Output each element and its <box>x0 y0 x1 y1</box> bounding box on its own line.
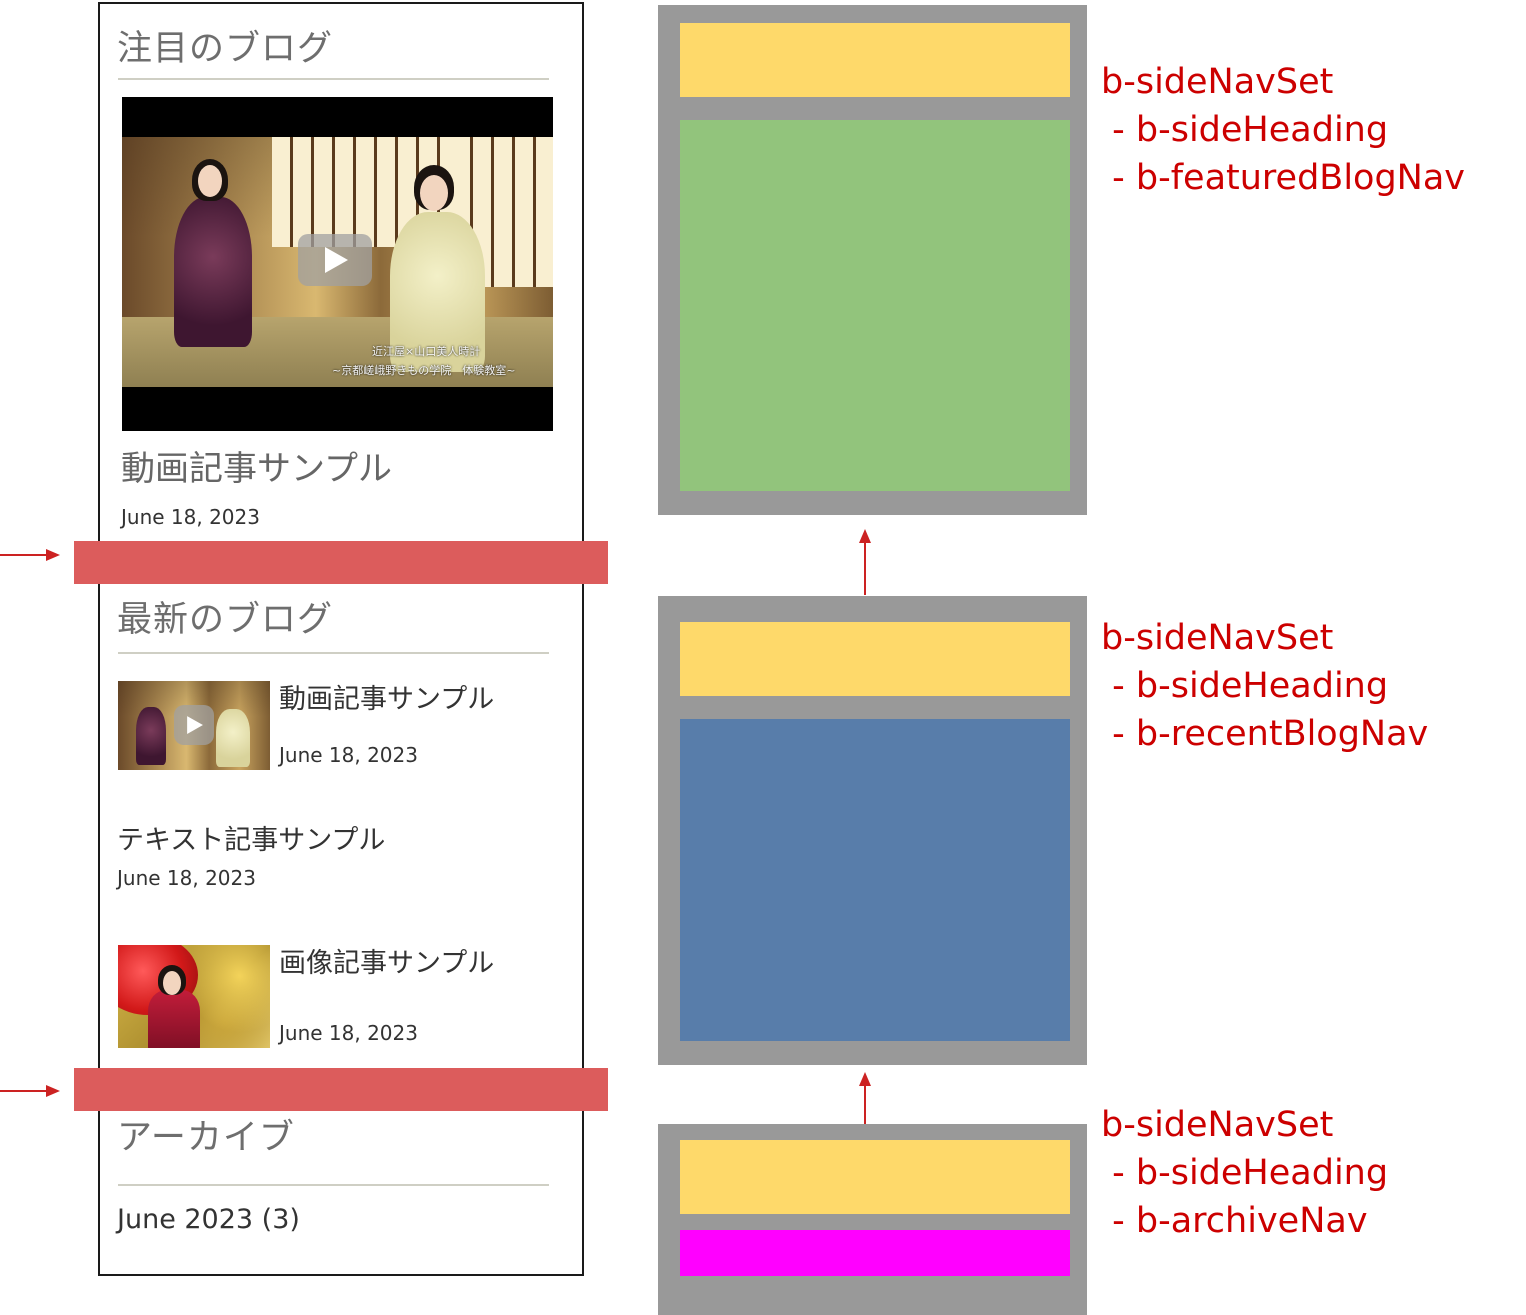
arrow-up-icon <box>859 1072 871 1128</box>
featured-video[interactable]: 近江屋×山口美人時計 ~京都嵯峨野きもの学院 体験教室~ <box>122 97 553 431</box>
recent-item-1-date: June 18, 2023 <box>279 743 418 767</box>
recent-heading: 最新のブログ <box>117 600 334 640</box>
featured-heading: 注目のブログ <box>117 29 334 69</box>
set-label: b-sideNavSet <box>1101 1105 1334 1145</box>
heading-label: - b-sideHeading <box>1101 666 1389 706</box>
kimono-woman-right <box>390 212 485 372</box>
recent-item-3-title[interactable]: 画像記事サンプル <box>279 948 495 979</box>
label-set-1: b-sideNavSet - b-sideHeading - b-feature… <box>1101 58 1465 202</box>
video-scene: 近江屋×山口美人時計 ~京都嵯峨野きもの学院 体験教室~ <box>122 137 553 387</box>
thumb-play-icon <box>174 705 214 745</box>
archive-heading-rule <box>118 1184 549 1186</box>
face-right <box>420 175 448 211</box>
thumb-kimono-left <box>136 707 166 765</box>
archive-item-june-2023[interactable]: June 2023 (3) <box>117 1204 300 1235</box>
arrow-right-icon <box>0 549 60 561</box>
recentblognav-box <box>680 719 1070 1041</box>
nav-label: - b-featuredBlogNav <box>1101 158 1466 198</box>
sideheading-box-1 <box>680 23 1070 97</box>
video-caption-line1: 近江屋×山口美人時計 <box>372 345 481 358</box>
recent-item-2-title[interactable]: テキスト記事サンプル <box>117 825 386 856</box>
featuredblognav-box <box>680 120 1070 491</box>
set-label: b-sideNavSet <box>1101 618 1334 658</box>
label-set-3: b-sideNavSet - b-sideHeading - b-archive… <box>1101 1101 1388 1245</box>
play-icon[interactable] <box>298 234 372 286</box>
featured-post-title[interactable]: 動画記事サンプル <box>121 449 392 489</box>
nav-label: - b-recentBlogNav <box>1101 714 1429 754</box>
archive-heading: アーカイブ <box>117 1118 295 1158</box>
set-label: b-sideNavSet <box>1101 62 1334 102</box>
red-kimono <box>148 990 200 1048</box>
video-caption-line2: ~京都嵯峨野きもの学院 体験教室~ <box>332 364 516 377</box>
spacing-band-1 <box>74 541 608 584</box>
featured-post-date: June 18, 2023 <box>121 505 260 529</box>
recent-heading-rule <box>118 652 549 654</box>
recent-item-3-date: June 18, 2023 <box>279 1021 418 1045</box>
recent-item-1-thumbnail[interactable] <box>118 681 270 770</box>
arrow-right-icon <box>0 1085 60 1097</box>
recent-item-3-thumbnail[interactable] <box>118 945 270 1048</box>
heading-label: - b-sideHeading <box>1101 1153 1389 1193</box>
spacing-band-2 <box>74 1068 608 1111</box>
featured-heading-rule <box>118 78 549 80</box>
heading-label: - b-sideHeading <box>1101 110 1389 150</box>
sideheading-box-3 <box>680 1140 1070 1214</box>
sideheading-box-2 <box>680 622 1070 696</box>
thumb-face <box>163 971 181 995</box>
recent-item-2-date: June 18, 2023 <box>117 866 256 890</box>
label-set-2: b-sideNavSet - b-sideHeading - b-recentB… <box>1101 614 1428 758</box>
archivenav-box <box>680 1230 1070 1276</box>
kimono-woman-left <box>174 197 252 347</box>
recent-item-1-title[interactable]: 動画記事サンプル <box>279 684 495 715</box>
arrow-up-icon <box>859 529 871 595</box>
face-left <box>198 165 222 197</box>
nav-label: - b-archiveNav <box>1101 1201 1368 1241</box>
thumb-kimono-right <box>216 709 250 767</box>
